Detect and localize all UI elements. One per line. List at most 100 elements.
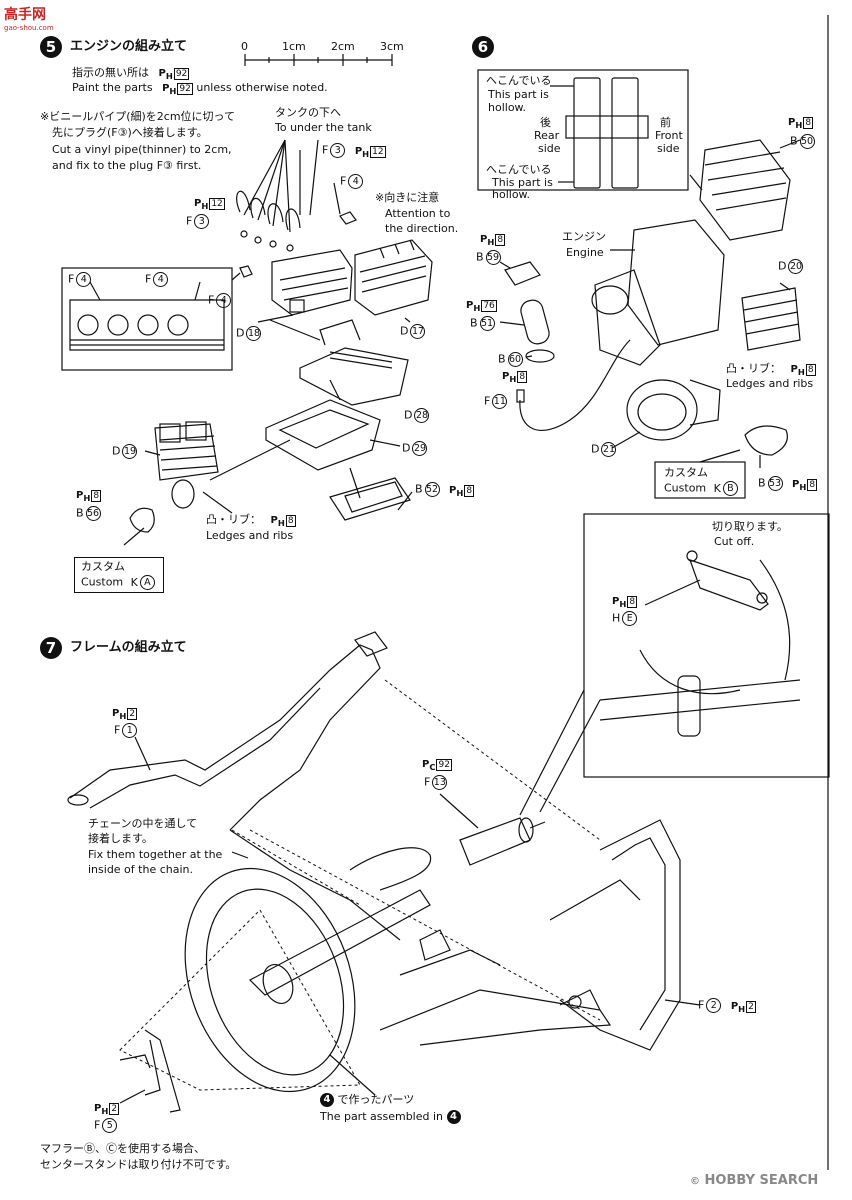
ledges5-en: Ledges and ribs <box>206 529 294 542</box>
custom-A-part: K <box>130 575 138 589</box>
ruler-label-0: 0 <box>241 40 248 53</box>
part-number: 29 <box>412 441 428 456</box>
paint-code: 8 <box>805 364 816 376</box>
paint-code: 2 <box>746 1000 756 1013</box>
chain-note-en2: inside of the chain. <box>88 863 193 876</box>
paint-code: 92 <box>436 759 452 771</box>
part-number: 60 <box>507 352 523 367</box>
paint-note-en: Paint the parts <box>72 81 153 94</box>
assembled-note-en: The part assembled in <box>320 1110 444 1123</box>
paint-code: 8 <box>803 117 814 129</box>
vinyl-note-jp2: 先にプラグ(F③)へ接着します。 <box>52 126 208 139</box>
part-number: 1 <box>122 723 138 738</box>
custom-B-en: Custom <box>664 481 707 495</box>
front-en2: side <box>657 142 680 155</box>
front-jp: 前 <box>660 116 671 129</box>
paint-code: 8 <box>285 515 296 527</box>
part-number: 53 <box>767 476 783 491</box>
part-letter: D <box>591 442 600 456</box>
part-letter: D <box>404 408 413 422</box>
logo-subtext: gao-shou.com <box>4 24 54 32</box>
cutoff-jp: 切り取ります。 <box>712 520 788 533</box>
part-letter: F <box>698 998 705 1012</box>
rear-en1: Rear <box>534 129 560 142</box>
custom-B-part: K <box>713 481 721 495</box>
part-number: 3 <box>330 143 346 158</box>
part-letter: F <box>68 272 75 286</box>
assembled-note-jp-row: 4 で作ったパーツ <box>320 1093 414 1107</box>
part-letter: B <box>76 506 84 520</box>
part-letter: B <box>790 134 798 148</box>
part-letter: D <box>402 441 411 455</box>
paint-code: 8 <box>517 371 528 383</box>
part-letter: F <box>208 293 215 307</box>
paint-note-en-ph: 92 <box>177 83 193 95</box>
part-number: 17 <box>410 324 426 339</box>
direction-note-en2: the direction. <box>385 222 459 235</box>
part-number: 19 <box>122 444 138 459</box>
part-letter: F <box>484 394 491 408</box>
step-6-badge: 6 <box>472 36 494 58</box>
part-number: 4 <box>348 174 364 189</box>
custom-A-en: Custom <box>81 575 124 589</box>
part-letter: F <box>186 214 193 228</box>
paint-note-ph: 92 <box>173 68 190 80</box>
site-logo: 高手网 gao-shou.com <box>4 4 54 32</box>
part-number: 5 <box>102 1118 118 1133</box>
watermark-brand: HOBBY SEARCH <box>704 1173 819 1188</box>
hollow2-jp: へこんでいる <box>486 163 552 176</box>
part-number: 59 <box>485 250 501 265</box>
step-5-title: エンジンの組み立て <box>70 39 188 54</box>
tank-note-en: To under the tank <box>275 121 372 134</box>
paint-code: 76 <box>481 300 497 312</box>
vinyl-note-jp1: ※ビニールパイプ(細)を2cm位に切って <box>40 110 236 123</box>
hollow1-en1: This part is <box>488 88 549 101</box>
hobby-search-watermark: © HOBBY SEARCH <box>690 1173 818 1188</box>
paint-code: 8 <box>807 478 818 491</box>
step-5-badge: 5 <box>40 36 62 58</box>
paint-code: 12 <box>370 145 386 158</box>
copyright-mark: © <box>690 1176 700 1187</box>
part-number: 11 <box>492 394 508 409</box>
direction-note-jp: ※向きに注意 <box>375 191 440 204</box>
part-number: 20 <box>788 259 804 274</box>
part-letter: H <box>612 611 621 625</box>
logo-text: 高手网 <box>4 7 46 23</box>
part-number: 21 <box>601 442 617 457</box>
paint-code: 8 <box>464 484 475 497</box>
part-number: 18 <box>246 326 262 341</box>
part-number: E <box>622 611 638 626</box>
paint-code: 2 <box>127 708 138 720</box>
step-7-title: フレームの組み立て <box>70 640 187 655</box>
ledges5-jp: 凸・リブ： <box>206 513 261 526</box>
paint-note-en2: unless otherwise noted. <box>196 81 328 94</box>
